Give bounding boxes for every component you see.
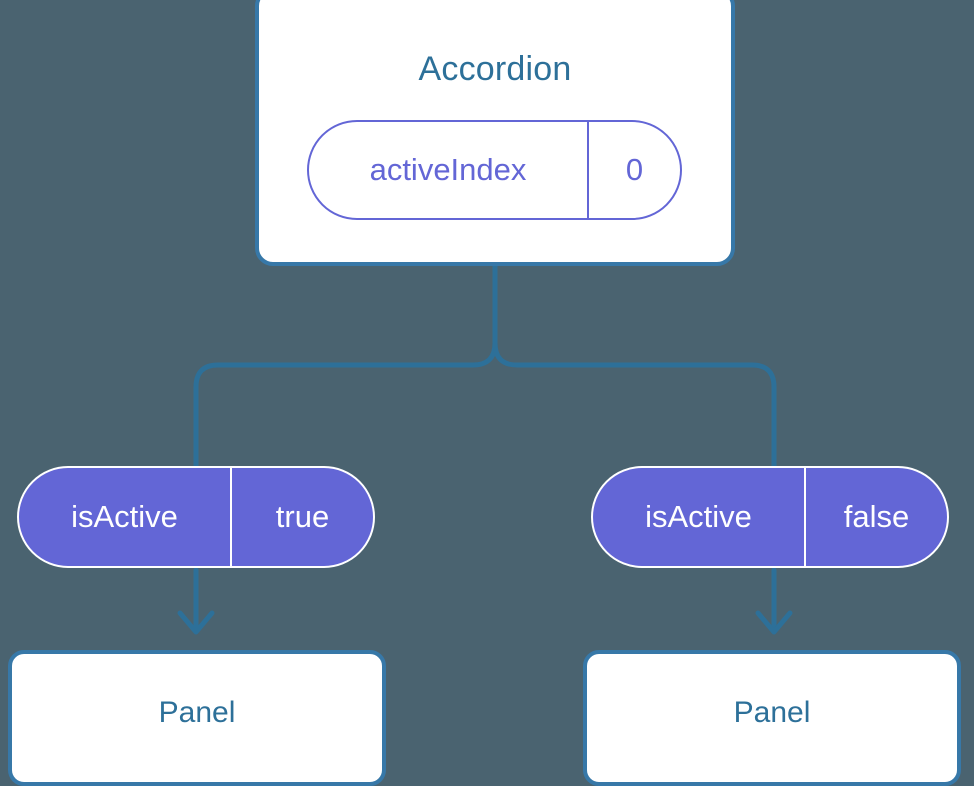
panel-title: Panel [733, 696, 811, 729]
panel-component-card-right: Panel [583, 650, 961, 786]
prop-pill-is-active-true: isActive true [17, 466, 375, 568]
arrow-left-down-icon [177, 567, 215, 635]
state-pill-active-index: activeIndex 0 [307, 120, 682, 220]
arrow-right-down-icon [755, 567, 793, 635]
prop-pill-value: true [275, 499, 330, 534]
connector-root-to-right [492, 263, 777, 469]
panel-title: Panel [158, 696, 236, 729]
state-pill-key: activeIndex [309, 122, 589, 218]
prop-pill-value: false [843, 499, 910, 534]
panel-component-card-left: Panel [8, 650, 386, 786]
prop-pill-key: isActive [19, 468, 232, 566]
accordion-title: Accordion [418, 50, 572, 88]
state-pill-value: 0 [625, 152, 644, 187]
diagram-canvas: Accordion activeIndex 0 isActive true is… [8, 0, 961, 786]
connector-root-to-left [193, 263, 498, 469]
prop-pill-is-active-false: isActive false [591, 466, 949, 568]
prop-pill-key: isActive [593, 468, 806, 566]
